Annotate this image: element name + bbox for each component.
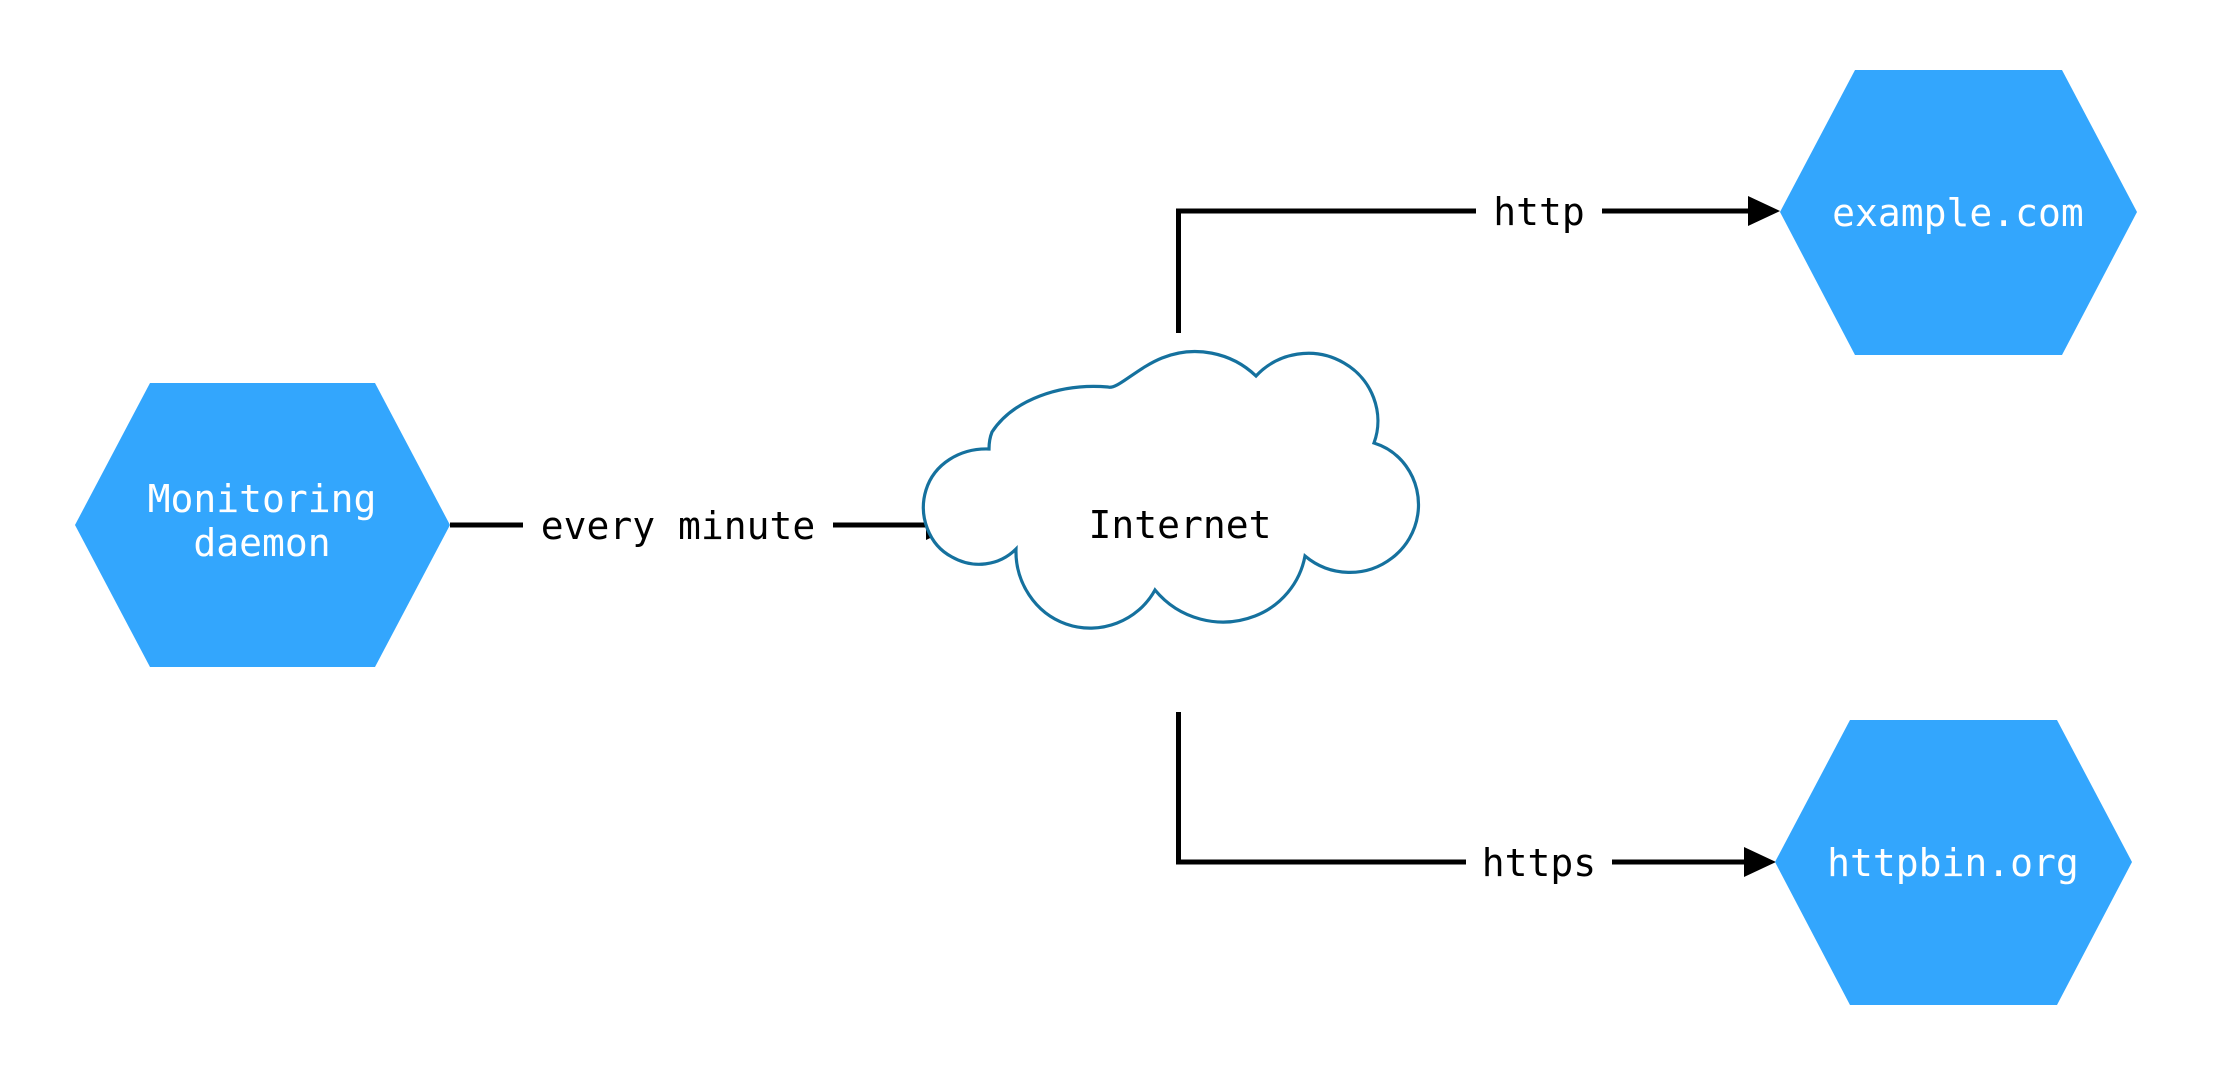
edge-every-minute-label: every minute — [541, 504, 816, 548]
internet-label: Internet — [1088, 503, 1271, 547]
example-com-label: example.com — [1832, 191, 2084, 235]
node-example-com[interactable]: example.com — [1780, 70, 2137, 355]
edge-http-arrowhead — [1748, 196, 1780, 226]
edge-monitoring-daemon-to-internet: every minute — [450, 504, 958, 548]
node-httpbin-org[interactable]: httpbin.org — [1775, 720, 2132, 1005]
edge-internet-to-example-com: http — [1176, 190, 1780, 333]
monitoring-daemon-hexagon-shape — [75, 383, 450, 667]
monitoring-daemon-label-line2: daemon — [193, 521, 330, 565]
edge-internet-to-httpbin-org: https — [1176, 712, 1776, 885]
internet-cloud-shape — [921, 350, 1420, 630]
httpbin-org-hexagon-shape — [1775, 720, 2132, 1005]
edge-https-arrowhead — [1744, 847, 1776, 877]
httpbin-org-label: httpbin.org — [1827, 841, 2079, 885]
monitoring-daemon-label-line1: Monitoring — [148, 477, 377, 521]
edge-https-label: https — [1482, 841, 1596, 885]
node-monitoring-daemon[interactable]: Monitoring daemon — [75, 383, 450, 667]
node-internet[interactable]: Internet — [921, 350, 1420, 630]
example-com-hexagon-shape — [1780, 70, 2137, 355]
edge-http-label: http — [1493, 190, 1585, 234]
